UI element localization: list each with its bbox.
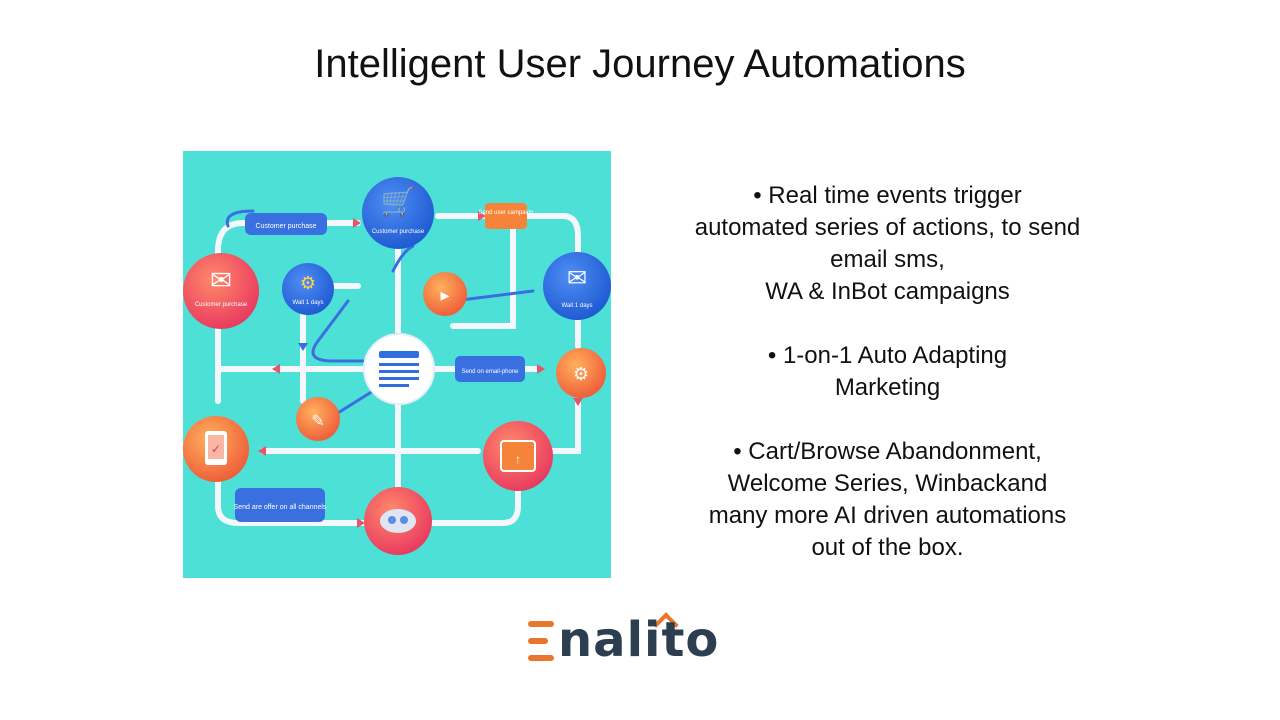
svg-text:Customer purchase: Customer purchase: [255, 223, 316, 230]
bullet-line: • 1-on-1 Auto Adapting: [767, 342, 1008, 369]
bullet-line: out of the box.: [811, 534, 964, 561]
svg-text:Customer purchase: Customer purchase: [195, 302, 248, 308]
slide-title: Intelligent User Journey Automations: [314, 42, 966, 86]
center-list-node: [363, 333, 435, 405]
label-send-campaign: Send user campaign: [478, 203, 534, 229]
enalito-logo: nalito: [528, 610, 748, 670]
envelope-icon: ✉: [567, 265, 587, 292]
bullet-line: automated series of actions, to send: [694, 214, 1081, 241]
gears-node: ⚙: [556, 348, 606, 398]
settings-icon: ⚙: [573, 364, 589, 384]
robot-node: [364, 487, 432, 555]
connector-lines-blue: [225, 209, 535, 418]
label-customer-purchase-top: Customer purchase: [245, 213, 327, 235]
bullet-list: • Real time events trigger automated ser…: [660, 180, 1115, 564]
bullet-item: • 1-on-1 Auto Adapting Marketing: [660, 340, 1115, 404]
svg-text:Send on email-phone: Send on email-phone: [461, 369, 519, 375]
label-send-on: Send on email-phone: [455, 356, 525, 382]
svg-text:Wait 1 days: Wait 1 days: [561, 303, 592, 309]
box-node: ↑: [483, 421, 553, 491]
cart-node: 🛒 Customer purchase: [362, 177, 434, 249]
journey-diagram: Customer purchase Send user campaign Sen…: [183, 151, 611, 578]
bullet-item: • Real time events trigger automated ser…: [660, 180, 1115, 308]
play-node: ▸: [423, 272, 467, 316]
pen-node: ✎: [296, 397, 340, 441]
logo-text: nalito: [558, 612, 720, 668]
bullet-line: Marketing: [834, 374, 941, 401]
bullet-line: • Real time events trigger: [753, 182, 1022, 209]
svg-text:Send are offer on all channels: Send are offer on all channels: [234, 504, 327, 511]
play-icon: ▸: [440, 285, 449, 305]
bullet-line: email sms,: [830, 246, 945, 273]
svg-text:Wait 1 days: Wait 1 days: [292, 300, 323, 306]
bullet-line: many more AI driven automations: [708, 502, 1067, 529]
mail-node: ✉ Wait 1 days: [543, 252, 611, 320]
bullet-item: • Cart/Browse Abandonment, Welcome Serie…: [660, 436, 1115, 564]
check-icon: ✓: [211, 442, 221, 456]
cart-icon: 🛒: [381, 185, 416, 218]
arrow-markers: [258, 211, 583, 528]
bullet-line: Welcome Series, Winbackand: [727, 470, 1048, 497]
pen-icon: ✎: [311, 413, 324, 430]
bullet-line: WA & InBot campaigns: [765, 278, 1010, 305]
svg-text:Customer purchase: Customer purchase: [372, 229, 425, 235]
upload-icon: ↑: [515, 452, 521, 466]
label-offer: Send are offer on all channels: [234, 488, 327, 522]
connector-lines: [215, 213, 581, 526]
gmail-icon: ✉: [210, 265, 232, 295]
svg-text:Send user campaign: Send user campaign: [478, 210, 533, 216]
bullet-line: • Cart/Browse Abandonment,: [733, 438, 1042, 465]
wait-node: ⚙ Wait 1 days: [282, 263, 334, 315]
email-node: ✉ Customer purchase: [183, 253, 259, 329]
phone-node: ✓: [183, 416, 249, 482]
journey-illustration: Customer purchase Send user campaign Sen…: [183, 151, 611, 578]
logo-e-mark: [528, 621, 556, 661]
gear-icon: ⚙: [300, 273, 316, 293]
